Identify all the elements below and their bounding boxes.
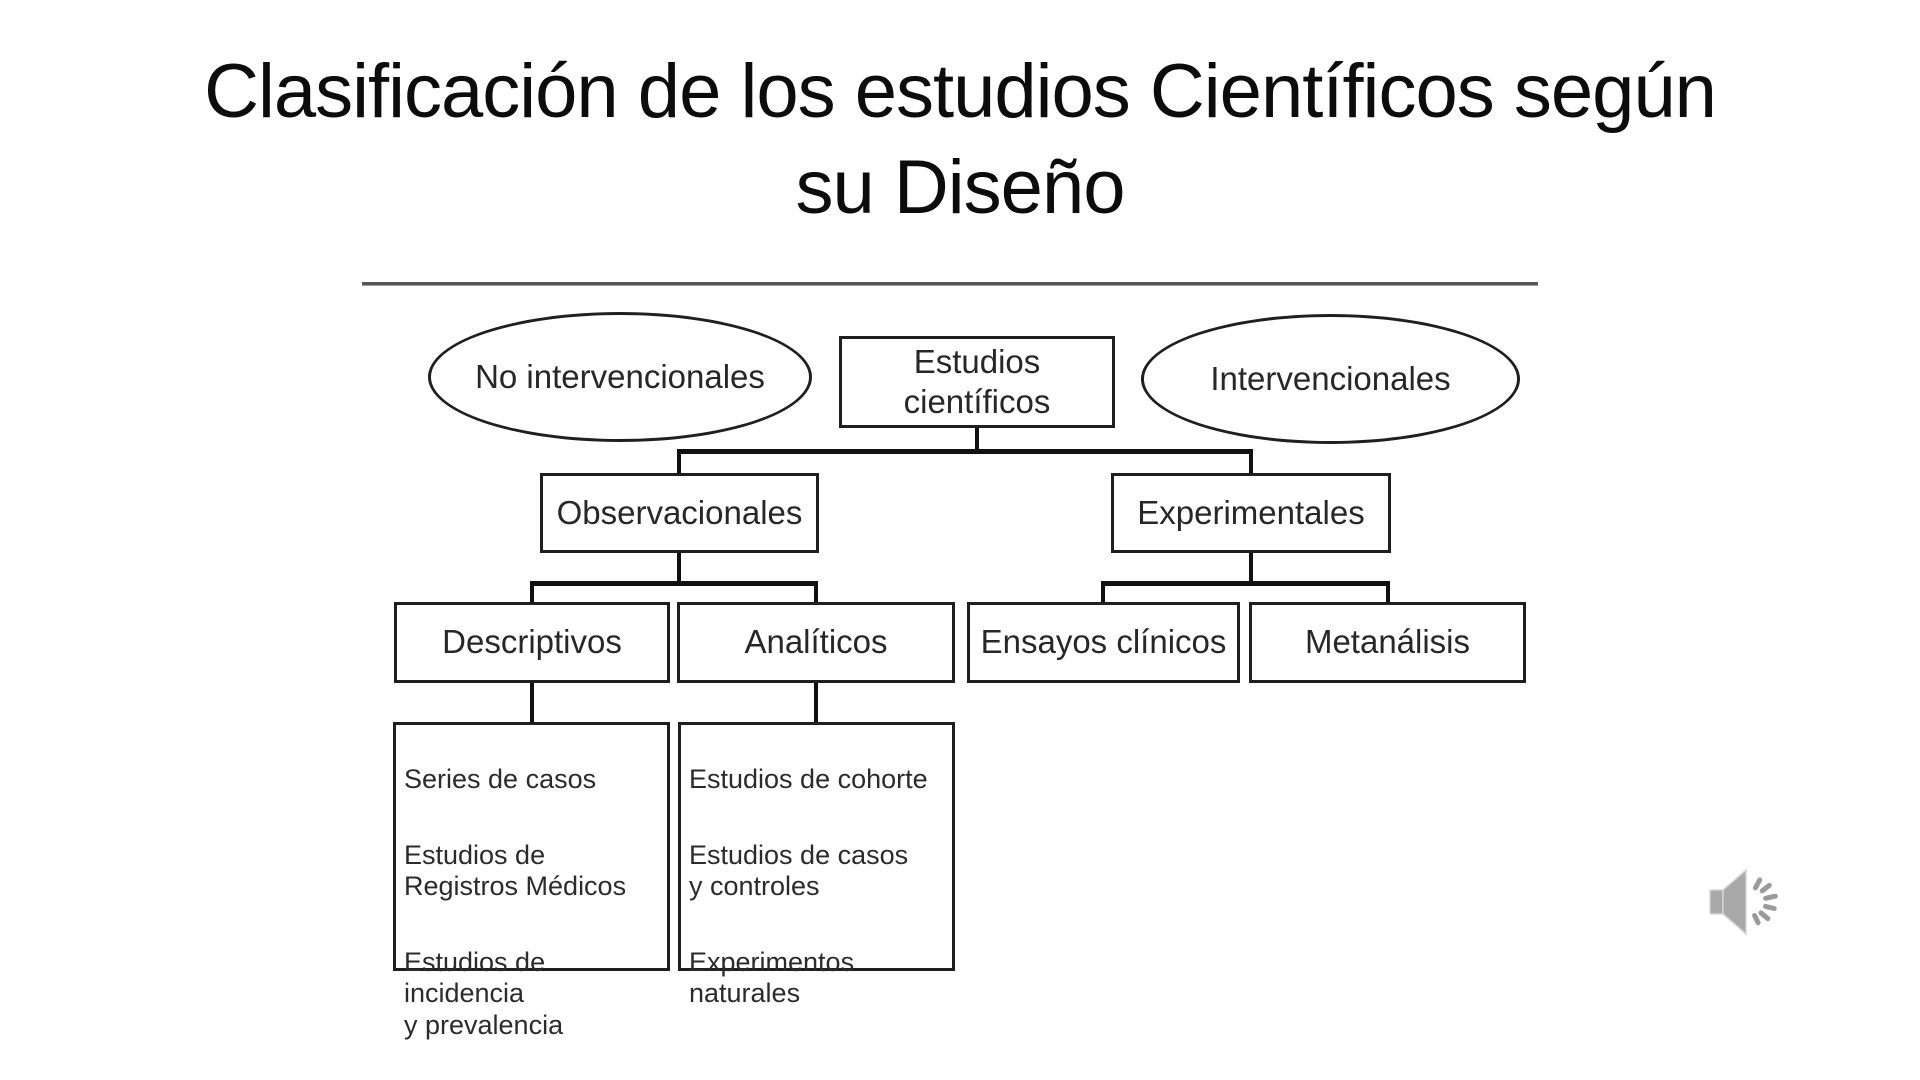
list-item: Estudios de incidencia y prevalencia: [404, 946, 564, 1040]
speaker-glyph: [1709, 868, 1778, 936]
list-item: Estudios de casos y controles: [689, 839, 909, 902]
connector-desc-list-stem: [530, 683, 534, 722]
node-metanalisis: Metanálisis: [1249, 602, 1526, 683]
ellipse-intervencionales: Intervencionales: [1141, 314, 1520, 444]
connector-obs-stem: [677, 553, 681, 586]
slide-title-line-2: su Diseño: [795, 145, 1126, 230]
list-item: Experimentos naturales: [689, 946, 855, 1009]
list-analiticos-detalle: Estudios de cohorte Estudios de casos y …: [678, 722, 955, 1008]
connector-ensayos-drop: [1101, 581, 1105, 602]
connector-meta-drop: [1386, 581, 1390, 602]
connector-root-stem: [975, 428, 979, 454]
connector-obs-bar: [530, 581, 818, 586]
list-descriptivos-detalle: Series de casos Estudios de Registros Mé…: [393, 722, 670, 1040]
connector-exp-drop: [1249, 449, 1253, 473]
connector-obs-drop: [677, 449, 681, 473]
connector-ana-list-stem: [814, 683, 818, 722]
node-estudios-cientificos: Estudios científicos: [839, 336, 1115, 428]
slide-title-line-1: Clasificación de los estudios Científico…: [204, 49, 1717, 134]
list-item: Series de casos: [404, 764, 597, 795]
list-item: Estudios de cohorte: [689, 764, 928, 795]
node-ensayos-clinicos: Ensayos clínicos: [967, 602, 1240, 683]
connector-exp-stem: [1249, 553, 1253, 586]
slide-title: Clasificación de los estudios Científico…: [0, 44, 1920, 236]
node-analiticos: Analíticos: [677, 602, 955, 683]
node-observacionales: Observacionales: [540, 473, 819, 553]
connector-exp-bar: [1101, 581, 1390, 586]
connector-level2-bar: [677, 449, 1253, 454]
connector-desc-drop: [530, 581, 534, 602]
audio-speaker-icon[interactable]: [1702, 862, 1797, 947]
node-descriptivos: Descriptivos: [394, 602, 670, 683]
title-divider: [362, 282, 1538, 286]
list-item: Estudios de Registros Médicos: [404, 839, 627, 902]
node-experimentales: Experimentales: [1111, 473, 1391, 553]
connector-ana-drop: [814, 581, 818, 602]
ellipse-no-intervencionales: No intervencionales: [428, 312, 812, 442]
